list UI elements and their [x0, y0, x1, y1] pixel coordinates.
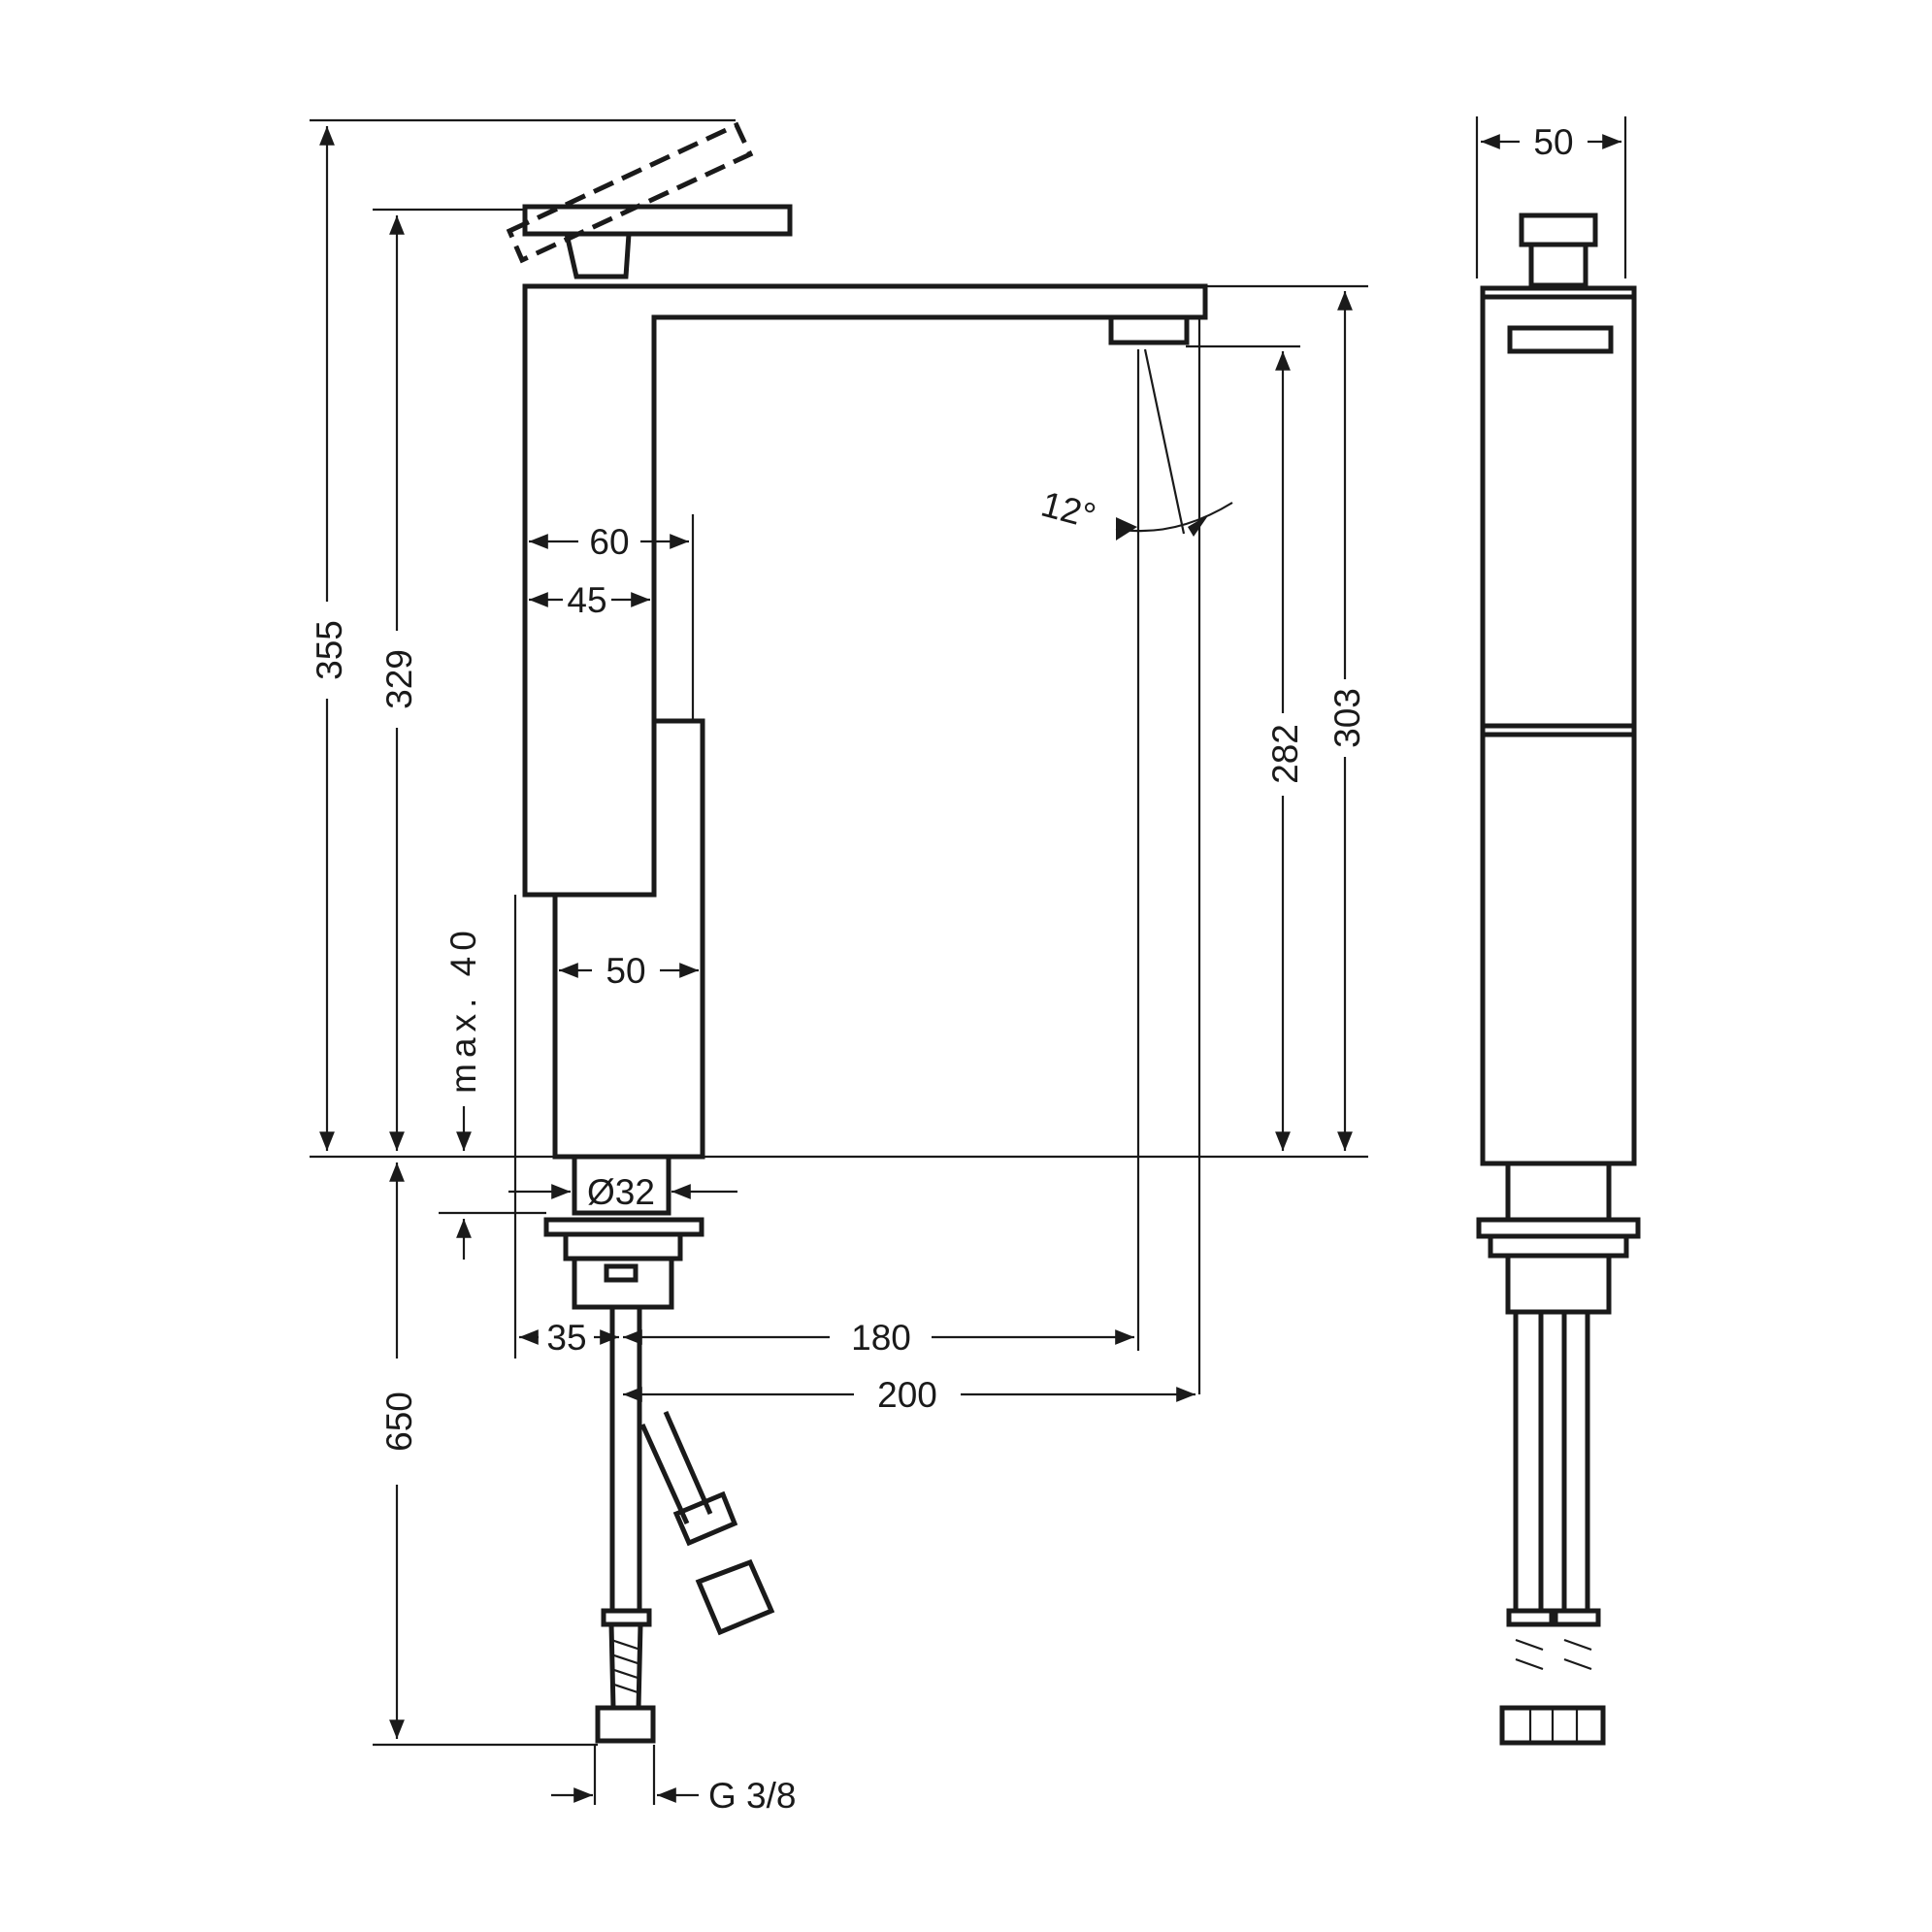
- aerator: [1108, 314, 1190, 345]
- dim-282: 282: [1265, 724, 1305, 784]
- lever-alt-position: [506, 121, 754, 264]
- dimension-labels: 355 329 max. 40 650 282 303 60 45 50 50 …: [310, 122, 1574, 1816]
- dim-303: 303: [1327, 688, 1367, 748]
- faucet-side-view: [1476, 213, 1641, 1746]
- dim-200: 200: [877, 1375, 937, 1415]
- dim-35: 35: [546, 1318, 586, 1358]
- dim-thread: G 3/8: [708, 1776, 797, 1816]
- dim-355: 355: [310, 620, 349, 680]
- dim-angle: 12°: [1037, 484, 1100, 537]
- dimension-lines: [319, 126, 1621, 1803]
- faucet-body-lower: [552, 718, 705, 1160]
- dim-50-side: 50: [1533, 122, 1573, 162]
- dim-650: 650: [379, 1392, 419, 1452]
- hose-nut-angled: [695, 1558, 775, 1636]
- dim-diameter-32: Ø32: [587, 1172, 655, 1212]
- dim-60: 60: [589, 522, 629, 562]
- faucet-body-upper: [522, 283, 1208, 898]
- dim-45: 45: [567, 580, 606, 620]
- dim-329: 329: [379, 649, 419, 709]
- dim-50-base: 50: [606, 951, 645, 991]
- extension-lines: [310, 116, 1627, 1805]
- lever-cartridge: [564, 233, 632, 279]
- dim-180: 180: [851, 1318, 911, 1358]
- dim-max40: max. 40: [443, 925, 483, 1094]
- hose-connector: [601, 1608, 652, 1627]
- hose-nut: [595, 1705, 656, 1744]
- faucet-front-view: [506, 121, 1208, 1160]
- lever-handle: [522, 204, 793, 237]
- mounting-front: [543, 1154, 775, 1744]
